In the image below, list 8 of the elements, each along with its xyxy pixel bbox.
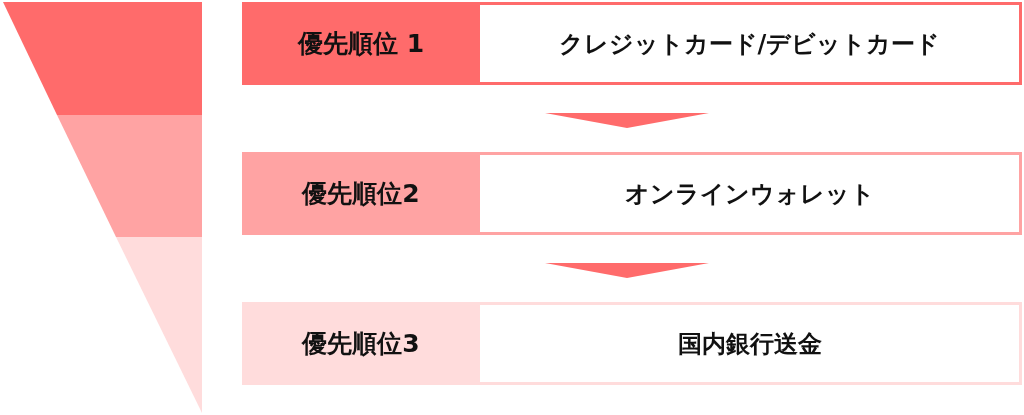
- priority-label: 優先順位2: [242, 152, 480, 235]
- priority-label: 優先順位3: [242, 302, 480, 385]
- arrow: [545, 263, 709, 278]
- payment-method-box: 国内銀行送金: [480, 302, 1022, 385]
- priority-label: 優先順位 1: [242, 2, 480, 85]
- payment-method-box: オンラインウォレット: [480, 152, 1022, 235]
- arrow: [545, 113, 709, 128]
- payment-method-box: クレジットカード/デビットカード: [480, 2, 1022, 85]
